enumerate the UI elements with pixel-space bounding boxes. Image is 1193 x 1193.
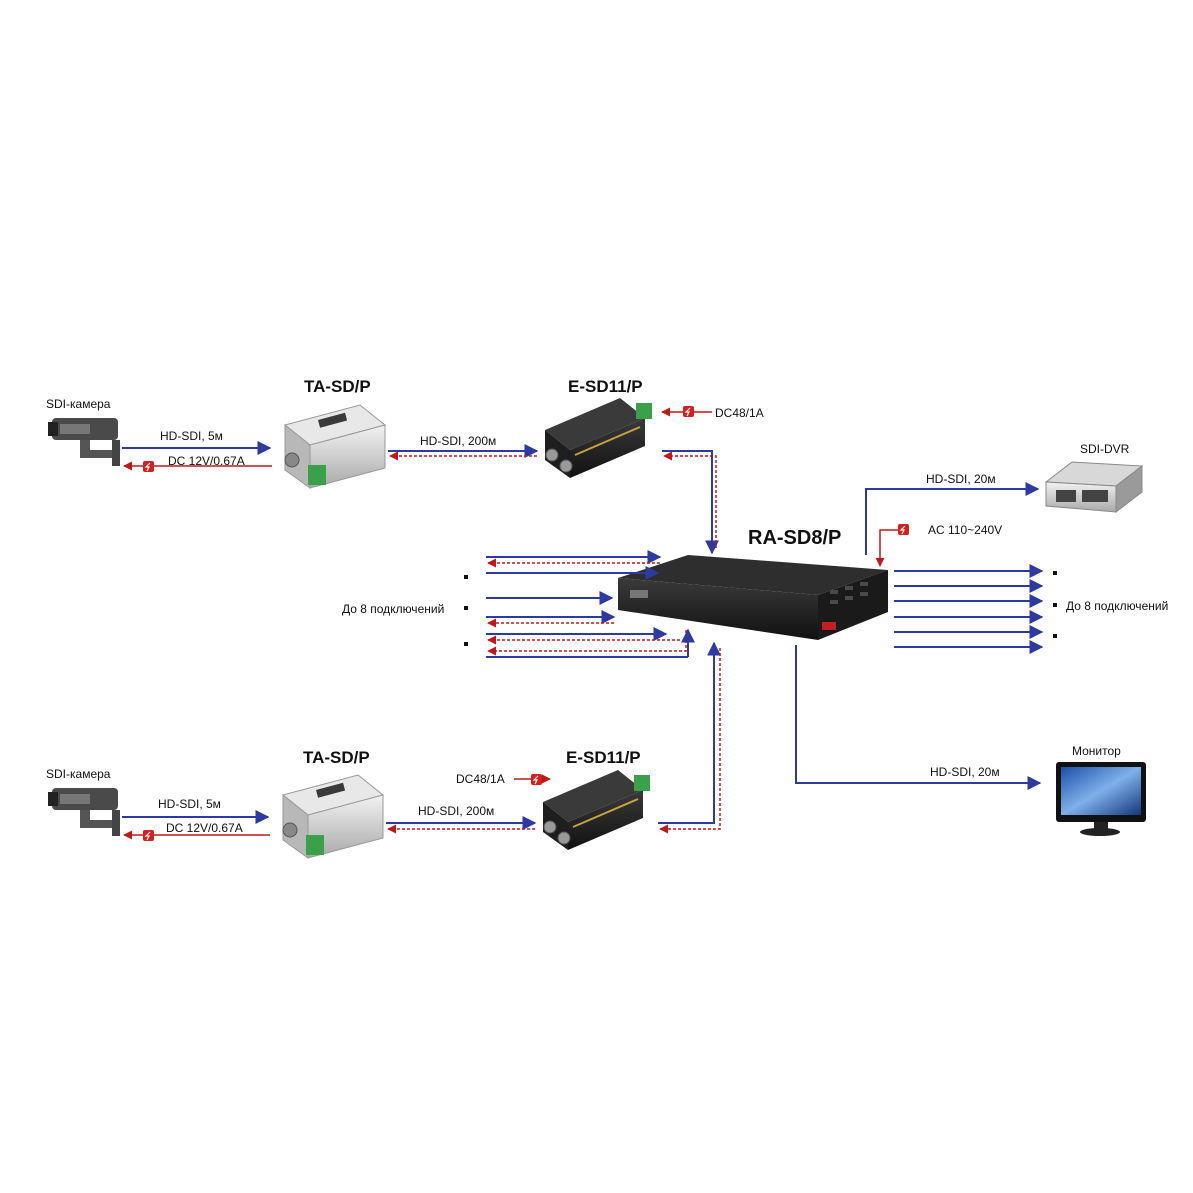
monitor-label: Монитор — [1072, 744, 1121, 758]
bottom-link-video-label: HD-SDI, 200м — [418, 804, 494, 818]
receiver-hub-icon — [618, 555, 888, 640]
top-extender-power-label: DC48/1A — [715, 406, 764, 420]
top-link-video-label: HD-SDI, 200м — [420, 434, 496, 448]
cctv-camera-icon — [48, 788, 120, 836]
ellipsis-dots — [464, 571, 1057, 646]
lightning-bolt-icon — [898, 524, 909, 535]
top-cam-video-label: HD-SDI, 5м — [160, 429, 223, 443]
top-transmitter-title: TA-SD/P — [304, 377, 371, 396]
bottom-extender-title: E-SD11/P — [566, 748, 641, 767]
top-camera-label: SDI-камера — [46, 397, 111, 411]
bottom-cam-video-label: HD-SDI, 5м — [158, 797, 221, 811]
extender-device-icon — [543, 770, 650, 850]
cctv-camera-icon — [48, 418, 120, 466]
monitor-link-label: HD-SDI, 20м — [930, 765, 1000, 779]
lightning-bolt-icon — [683, 406, 694, 417]
top-extender-title: E-SD11/P — [568, 377, 643, 396]
dvr-rack-icon — [1044, 461, 1144, 514]
bottom-camera-label: SDI-камера — [46, 767, 111, 781]
hub-power-label: AC 110~240V — [928, 523, 1002, 537]
bottom-links — [122, 641, 721, 840]
dvr-label: SDI-DVR — [1080, 442, 1130, 456]
hub-title: RA-SD8/P — [748, 527, 841, 549]
extender-device-icon — [545, 398, 652, 478]
lightning-bolt-icon — [531, 774, 542, 785]
top-cam-power-label: DC 12V/0.67A — [168, 454, 245, 468]
monitor-icon — [1056, 762, 1146, 836]
lightning-bolt-icon — [143, 830, 154, 841]
hub-inputs-label: До 8 подключений — [342, 602, 444, 616]
hub-input-links — [486, 550, 695, 658]
bottom-transmitter-title: TA-SD/P — [303, 748, 370, 767]
bottom-cam-power-label: DC 12V/0.67A — [166, 821, 243, 835]
dvr-link-label: HD-SDI, 20м — [926, 472, 996, 486]
lightning-bolt-icon — [143, 461, 154, 472]
transmitter-device-icon — [281, 774, 385, 859]
hub-power-link — [875, 529, 898, 567]
bottom-extender-power-label: DC48/1A — [456, 772, 505, 786]
hub-outputs-label: До 8 подключений — [1066, 599, 1168, 613]
transmitter-device-icon — [283, 404, 387, 489]
hub-output-links — [795, 482, 1044, 790]
